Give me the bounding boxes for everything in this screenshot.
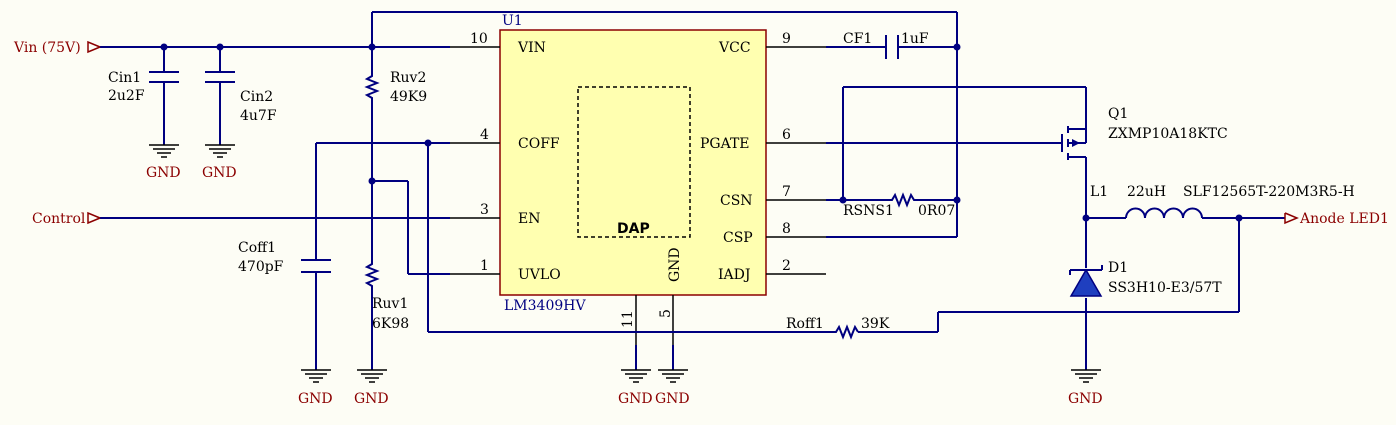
pin-iadj-name: IADJ xyxy=(718,267,750,283)
ground-symbol-dap xyxy=(621,369,651,383)
l1-value: 22uH xyxy=(1127,184,1166,200)
resistor-ruv1[interactable] xyxy=(364,260,380,288)
ruv2-ref: Ruv2 xyxy=(390,70,426,86)
cf1-ref: CF1 xyxy=(843,31,872,47)
pin-uvlo-num: 1 xyxy=(480,258,489,274)
pin-pgate-name: PGATE xyxy=(700,136,750,152)
ic-part: LM3409HV xyxy=(504,298,586,314)
mosfet-q1[interactable] xyxy=(1061,124,1087,162)
capacitor-cin2[interactable] xyxy=(205,71,235,83)
rsns1-value: 0R07 xyxy=(918,203,955,219)
resistor-roff1[interactable] xyxy=(832,324,859,340)
pin-csn-num: 7 xyxy=(782,184,791,200)
ruv1-value: 6K98 xyxy=(372,316,409,332)
pin-en-num: 3 xyxy=(480,202,489,218)
diode-d1[interactable] xyxy=(1069,265,1103,297)
ground-symbol-coff1 xyxy=(301,369,331,383)
resistor-rsns1[interactable] xyxy=(888,192,915,208)
d1-value: SS3H10-E3/57T xyxy=(1108,280,1222,296)
pin-csn-name: CSN xyxy=(720,193,753,209)
ic-body[interactable] xyxy=(499,29,767,296)
gnd-label: GND xyxy=(354,391,389,407)
ground-symbol-ruv1 xyxy=(357,369,387,383)
cin1-ref: Cin1 xyxy=(108,70,141,86)
ground-symbol-cin2 xyxy=(205,144,235,158)
gnd-label: GND xyxy=(146,165,181,181)
coff1-value: 470pF xyxy=(238,259,284,275)
gnd-label: GND xyxy=(202,165,237,181)
pin-coff-num: 4 xyxy=(480,127,489,143)
pin-vcc-num: 9 xyxy=(782,31,791,47)
pin-dap-num: 11 xyxy=(620,310,636,328)
q1-value: ZXMP10A18KTC xyxy=(1108,126,1228,142)
ground-symbol-gnd-pin xyxy=(658,369,688,383)
junction-dot xyxy=(953,196,961,204)
pin-gnd-name: GND xyxy=(667,247,683,282)
cin2-value: 4u7F xyxy=(240,108,277,124)
cf1-value: 1uF xyxy=(901,31,929,47)
port-anode-led1[interactable]: Anode LED1 xyxy=(1284,211,1389,227)
gnd-label: GND xyxy=(655,391,690,407)
junction-dot xyxy=(160,43,168,51)
port-control[interactable]: Control xyxy=(32,211,101,227)
pin-coff-name: COFF xyxy=(518,136,560,152)
gnd-label: GND xyxy=(618,391,653,407)
junction-dot xyxy=(424,139,432,147)
d1-ref: D1 xyxy=(1108,260,1128,276)
resistor-ruv2[interactable] xyxy=(364,72,380,100)
rsns1-ref: RSNS1 xyxy=(843,203,894,219)
coff1-ref: Coff1 xyxy=(238,240,276,256)
pin-dap-name: DAP xyxy=(617,221,650,237)
port-vin-label: Vin (75V) xyxy=(13,40,81,56)
capacitor-coff1[interactable] xyxy=(301,259,331,273)
pin-vcc-name: VCC xyxy=(718,40,751,56)
capacitor-cf1[interactable] xyxy=(883,35,905,59)
junction-dot xyxy=(839,196,847,204)
pin-en-name: EN xyxy=(518,211,540,227)
junction-dot xyxy=(216,43,224,51)
port-control-label: Control xyxy=(32,211,86,227)
pin-csp-name: CSP xyxy=(723,230,753,246)
capacitor-cin1[interactable] xyxy=(149,71,179,83)
pin-gnd-num: 5 xyxy=(658,309,674,318)
ground-symbol-d1 xyxy=(1071,369,1101,383)
pin-iadj-num: 2 xyxy=(782,258,791,274)
roff1-value: 39K xyxy=(861,316,890,332)
ic-ref: U1 xyxy=(502,13,523,29)
gnd-label: GND xyxy=(1068,391,1103,407)
q1-ref: Q1 xyxy=(1108,106,1128,122)
junction-dot xyxy=(953,43,961,51)
ruv1-ref: Ruv1 xyxy=(372,296,408,312)
gnd-label: GND xyxy=(298,391,333,407)
pin-vin-name: VIN xyxy=(517,40,546,56)
ground-symbol-cin1 xyxy=(149,144,179,158)
ic-dap-region xyxy=(577,86,691,238)
port-vin[interactable]: Vin (75V) xyxy=(13,40,101,56)
l1-ref: L1 xyxy=(1090,184,1108,200)
junction-dot xyxy=(368,43,376,51)
port-anode-label: Anode LED1 xyxy=(1299,211,1389,227)
pin-vin-num: 10 xyxy=(470,31,488,47)
cin2-ref: Cin2 xyxy=(240,89,273,105)
roff1-ref: Roff1 xyxy=(786,316,824,332)
pin-csp-num: 8 xyxy=(782,221,791,237)
pin-uvlo-name: UVLO xyxy=(518,267,561,283)
cin1-value: 2u2F xyxy=(108,88,145,104)
ruv2-value: 49K9 xyxy=(390,89,427,105)
junction-dot xyxy=(1082,214,1090,222)
junction-dot xyxy=(368,177,376,185)
inductor-l1[interactable] xyxy=(1125,207,1203,219)
l1-part: SLF12565T-220M3R5-H xyxy=(1183,184,1355,200)
pin-pgate-num: 6 xyxy=(782,127,791,143)
junction-dot xyxy=(1235,214,1243,222)
